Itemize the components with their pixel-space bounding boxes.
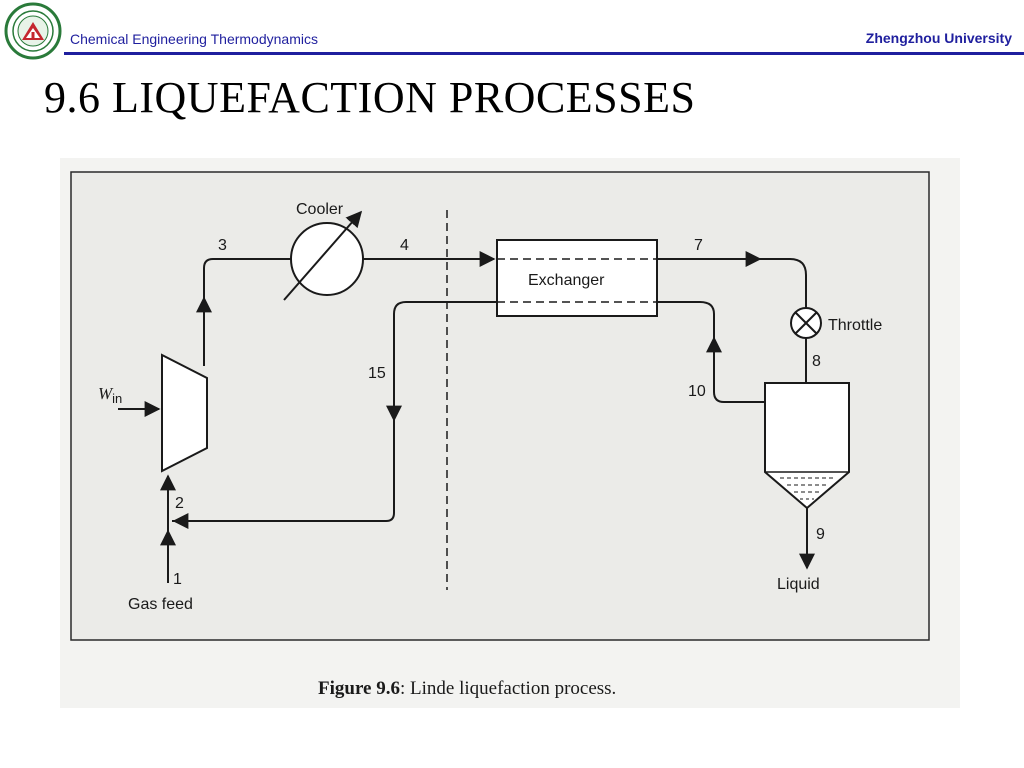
stream-15-label: 15 bbox=[368, 365, 386, 382]
figure-caption-label: Figure 9.6 bbox=[318, 678, 400, 699]
figure-caption: Figure 9.6: Linde liquefaction process. bbox=[318, 678, 616, 700]
separator-tank bbox=[764, 382, 850, 510]
stream-10-label: 10 bbox=[688, 383, 706, 400]
exchanger bbox=[496, 239, 658, 317]
stream-9-label: 9 bbox=[816, 526, 825, 543]
course-title: Chemical Engineering Thermodynamics bbox=[70, 31, 318, 47]
stream-8-label: 8 bbox=[812, 353, 821, 370]
work-symbol: W bbox=[98, 384, 114, 403]
stream-7-line bbox=[657, 258, 807, 308]
cooler-label: Cooler bbox=[296, 201, 344, 218]
figure-caption-text: : Linde liquefaction process. bbox=[399, 678, 617, 699]
cooler-diagonal-arrow bbox=[283, 210, 363, 301]
stream-7-label: 7 bbox=[694, 237, 703, 254]
stream-3-line bbox=[203, 258, 291, 366]
linde-process-diagram: Win 1 Gas feed 2 3 Cooler 4 Exchanger 7 … bbox=[70, 171, 930, 641]
exchanger-label: Exchanger bbox=[528, 272, 605, 289]
gas-feed-label: Gas feed bbox=[128, 596, 193, 613]
university-name: Zhengzhou University bbox=[865, 30, 1012, 46]
stream-1-label: 1 bbox=[173, 571, 182, 588]
work-in-label: Win bbox=[98, 384, 122, 406]
header-divider bbox=[64, 52, 1024, 55]
stream-3-label: 3 bbox=[218, 237, 227, 254]
stream-4-label: 4 bbox=[400, 237, 409, 254]
stream-2-label: 2 bbox=[175, 495, 184, 512]
work-subscript: in bbox=[112, 391, 122, 406]
university-logo-icon bbox=[4, 2, 62, 60]
throttle-label: Throttle bbox=[828, 317, 882, 334]
linde-process-figure: Win 1 Gas feed 2 3 Cooler 4 Exchanger 7 … bbox=[60, 158, 960, 708]
cooler bbox=[290, 222, 364, 296]
compressor bbox=[161, 353, 208, 473]
liquid-label: Liquid bbox=[777, 576, 820, 593]
throttle-cross-b bbox=[794, 311, 818, 335]
slide-title: 9.6 LIQUEFACTION PROCESSES bbox=[44, 73, 696, 122]
